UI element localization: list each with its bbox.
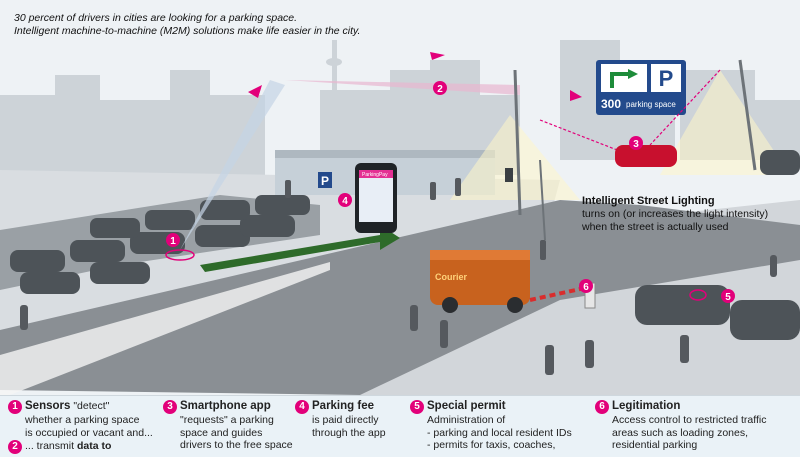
legend-text: - permits for taxis, coaches, — [427, 439, 556, 451]
legend-number-1: 1 — [8, 400, 22, 414]
red-car — [615, 145, 677, 167]
legend-title-smartphone: Smartphone app — [180, 400, 271, 412]
marker-4: 4 — [338, 193, 352, 207]
legend-title-legitimation: Legitimation — [612, 400, 681, 412]
smartphone: ParkingPay — [355, 163, 397, 233]
marker-5: 5 — [721, 289, 735, 303]
sign-count: 300 — [601, 97, 621, 111]
sign-p-letter: P — [659, 66, 674, 91]
marker-1: 1 — [166, 233, 180, 247]
svg-text:5: 5 — [725, 292, 731, 303]
legend-text: "detect" — [73, 400, 110, 412]
svg-text:3: 3 — [633, 139, 639, 150]
marker-2: 2 — [433, 81, 447, 95]
legend-number-5: 5 — [410, 400, 424, 414]
pedestrians — [20, 178, 777, 375]
van-label: Courier — [435, 272, 468, 282]
legend-text: Access control to restricted traffic — [612, 414, 767, 426]
legend-text: ... transmit — [25, 440, 75, 452]
street-lighting-callout: Intelligent Street Lighting turns on (or… — [582, 195, 768, 234]
svg-text:P: P — [321, 174, 329, 188]
svg-text:2: 2 — [437, 84, 443, 95]
street-lighting-title: Intelligent Street Lighting — [582, 195, 715, 207]
legend-text: "requests" a parking — [180, 414, 274, 426]
intro-line-2: Intelligent machine-to-machine (M2M) sol… — [14, 25, 361, 37]
legend-text: residential parking — [612, 439, 698, 451]
road — [0, 200, 800, 395]
courier-van: Courier — [430, 250, 530, 313]
sign-label: parking space — [626, 100, 676, 109]
intro-text: 30 percent of drivers in cities are look… — [14, 12, 360, 38]
svg-text:6: 6 — [583, 282, 589, 293]
legend-text: data to — [76, 440, 112, 452]
svg-text:4: 4 — [342, 196, 348, 207]
guidance-arrow — [200, 225, 400, 272]
legend-text: is paid directly — [312, 414, 379, 426]
legend-text: drivers to the free space — [180, 439, 293, 451]
legend-number-2: 2 — [8, 440, 22, 454]
legend-text: - parking and local resident IDs — [427, 426, 572, 439]
legend-title-sensors: Sensors — [25, 400, 71, 412]
phone-app-label: ParkingPay — [362, 172, 388, 178]
legend-title-special-permit: Special permit — [427, 400, 506, 412]
intro-line-1: 30 percent of drivers in cities are look… — [14, 12, 298, 24]
legend-number-4: 4 — [295, 400, 309, 414]
legend-text: whether a parking space — [25, 414, 140, 426]
street-lighting-line-1: turns on (or increases the light intensi… — [582, 208, 769, 220]
legend-text: is occupied or vacant and... — [25, 426, 153, 439]
marker-6: 6 — [579, 279, 593, 293]
legend-text: space and guides — [180, 426, 263, 439]
parked-cars — [10, 195, 310, 294]
legend-number-6: 6 — [595, 400, 609, 414]
legend-title-parking-fee: Parking fee — [312, 400, 374, 412]
svg-text:1: 1 — [170, 236, 176, 247]
city-parking-illustration: P 300 parking space Courier ParkingPay P — [0, 40, 800, 395]
legend-number-3: 3 — [163, 400, 177, 414]
legend-text: Administration of — [427, 414, 506, 426]
legend-text: through the app — [312, 426, 386, 439]
street-lighting-line-2: when the street is actually used — [582, 221, 729, 233]
legend-text: areas such as loading zones, — [612, 426, 749, 439]
marker-3: 3 — [629, 136, 643, 150]
